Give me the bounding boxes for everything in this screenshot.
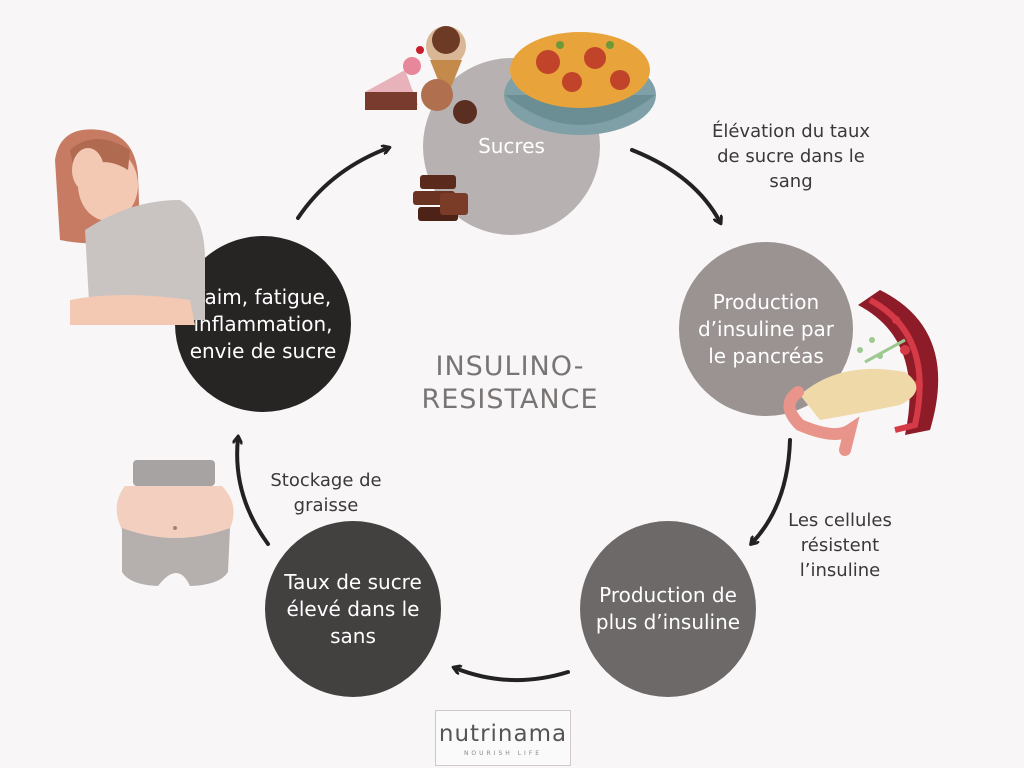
- edge-label-resistent: Les cellules résistent l’insuline: [788, 510, 892, 581]
- node-production-insuline-label: Production d’insuline par le pancréas: [697, 289, 834, 368]
- edge-label-stockage: Stockage de graisse: [270, 470, 382, 516]
- arrow-taux-to-faim: [237, 438, 270, 546]
- nutrinama-logo: nutrinama NOURISH LIFE: [435, 710, 571, 766]
- node-taux-sucre-label: Taux de sucre élevé dans le sans: [284, 569, 422, 648]
- arrow-faim-to-sucres: [296, 148, 388, 220]
- logo-tagline: NOURISH LIFE: [463, 750, 543, 757]
- node-plus-insuline: Production de plus d’insuline: [580, 521, 756, 697]
- arrow-sucres-to-production: [630, 148, 720, 222]
- diagram-title-text: INSULINO- RESISTANCE: [421, 351, 599, 415]
- edge-label-elevation: Élévation du taux de sucre dans le sang: [711, 121, 871, 192]
- pancreas-blood-vessel-icon: [783, 290, 939, 456]
- node-taux-sucre: Taux de sucre élevé dans le sans: [265, 521, 441, 697]
- node-faim-fatigue: Faim, fatigue, inflammation, envie de su…: [175, 236, 351, 412]
- arrow-production-to-plus: [752, 438, 792, 543]
- node-faim-fatigue-label: Faim, fatigue, inflammation, envie de su…: [189, 284, 337, 363]
- dessert-icon: [365, 26, 477, 124]
- diagram-title: INSULINO- RESISTANCE: [400, 350, 620, 416]
- spaghetti-icon: [504, 32, 656, 135]
- logo-name: nutrinama: [438, 721, 568, 747]
- belly-fat-icon: [116, 460, 234, 586]
- tired-woman-icon: [55, 129, 205, 325]
- chocolate-icon: [413, 175, 468, 221]
- arrow-plus-to-taux: [455, 668, 570, 683]
- node-sucres-label: Sucres: [478, 134, 545, 158]
- node-plus-insuline-label: Production de plus d’insuline: [595, 583, 741, 634]
